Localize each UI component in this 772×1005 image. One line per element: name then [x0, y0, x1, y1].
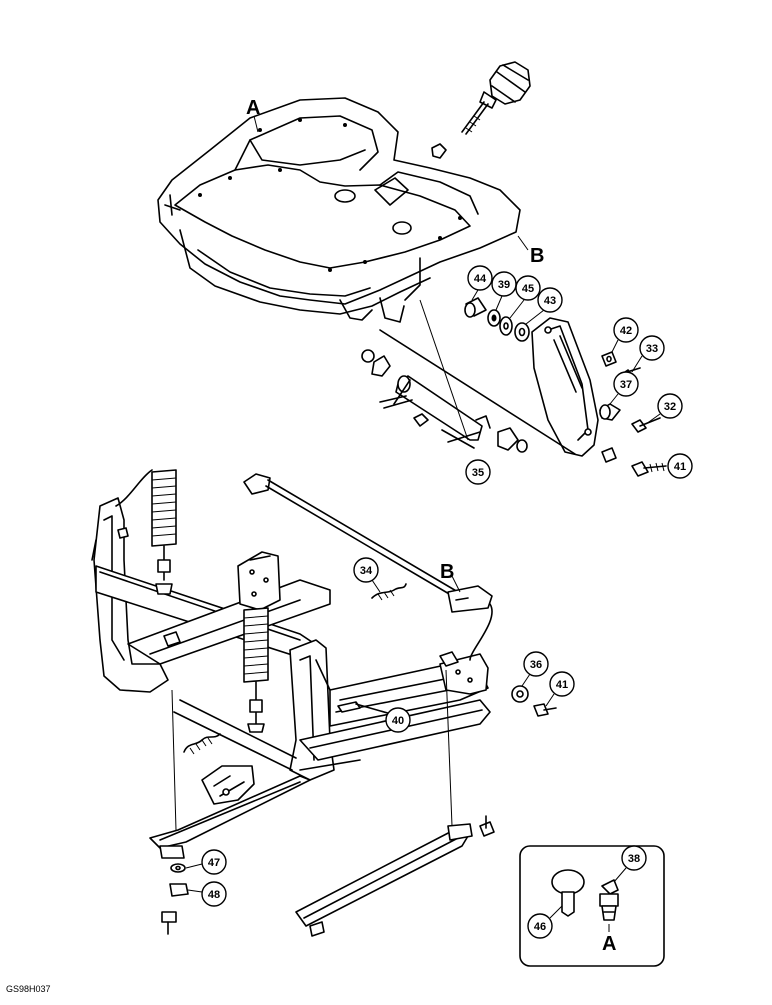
- spring-34: [371, 583, 407, 601]
- callout-38: 38: [621, 845, 647, 871]
- callout-32: 32: [657, 393, 683, 419]
- slide-rail-right: [295, 815, 495, 937]
- svg-text:46: 46: [534, 921, 546, 933]
- linkage-rod: [243, 473, 493, 661]
- latch-plate: [201, 765, 255, 805]
- svg-text:41: 41: [674, 461, 686, 473]
- callout-47: 47: [201, 849, 227, 875]
- svg-text:41: 41: [556, 679, 568, 691]
- callout-36: 36: [523, 651, 549, 677]
- svg-text:48: 48: [208, 889, 220, 901]
- bushing-37: [599, 403, 621, 421]
- svg-text:39: 39: [498, 279, 510, 291]
- svg-text:47: 47: [208, 857, 220, 869]
- callout-34: 34: [353, 557, 379, 583]
- ref-letter-b-mid: B: [440, 561, 454, 583]
- svg-text:37: 37: [620, 379, 632, 391]
- svg-text:34: 34: [360, 565, 373, 577]
- adjustment-knob: [461, 61, 531, 135]
- svg-text:38: 38: [628, 853, 640, 865]
- frame-nut-left: [117, 527, 181, 647]
- svg-text:40: 40: [392, 715, 404, 727]
- latch-spring: [183, 733, 221, 755]
- svg-text:36: 36: [530, 659, 542, 671]
- callout-39: 39: [491, 271, 517, 297]
- ref-letter-a-inset: A: [602, 933, 616, 955]
- frame-nut-right: [439, 651, 459, 667]
- washer-45: [499, 316, 513, 336]
- callout-37: 37: [613, 371, 639, 397]
- callout-48: 48: [201, 881, 227, 907]
- bolt-bottom: [161, 911, 177, 935]
- callout-35: 35: [465, 459, 491, 485]
- svg-text:43: 43: [544, 295, 556, 307]
- svg-text:42: 42: [620, 325, 632, 337]
- bolt-41b: [533, 703, 557, 717]
- nut-42: [601, 351, 617, 367]
- callout-41-top: 41: [667, 453, 693, 479]
- nut-48: [169, 883, 189, 897]
- nut-rear: [601, 447, 617, 463]
- callout-46: 46: [527, 913, 553, 939]
- slide-rail-left: [149, 775, 311, 859]
- svg-text:44: 44: [474, 273, 487, 285]
- washer-39: [487, 309, 501, 327]
- callout-45: 45: [515, 275, 541, 301]
- figure-code: GS98H037: [6, 984, 51, 994]
- washer-47: [170, 863, 186, 873]
- svg-text:35: 35: [472, 467, 484, 479]
- svg-text:33: 33: [646, 343, 658, 355]
- callout-42: 42: [613, 317, 639, 343]
- svg-text:45: 45: [522, 283, 534, 295]
- bushing-44: [464, 297, 487, 318]
- spring-center: [243, 607, 269, 733]
- callout-43: 43: [537, 287, 563, 313]
- callout-33: 33: [639, 335, 665, 361]
- slide-bracket: [531, 317, 599, 457]
- callout-44: 44: [467, 265, 493, 291]
- svg-text:32: 32: [664, 401, 676, 413]
- ref-letter-a-top: A: [246, 97, 260, 119]
- detail-inset: [519, 845, 665, 967]
- bolt-41a: [631, 461, 667, 477]
- ref-letter-b-right: B: [530, 245, 544, 267]
- pivot-shaft: [361, 329, 576, 455]
- washer-43: [514, 322, 530, 342]
- spring-left: [115, 469, 177, 595]
- callout-40: 40: [385, 707, 411, 733]
- seat-pan: [157, 97, 521, 323]
- washer-36: [511, 685, 529, 703]
- callout-41-bottom: 41: [549, 671, 575, 697]
- bolt-32: [631, 417, 661, 433]
- small-clip: [431, 143, 447, 159]
